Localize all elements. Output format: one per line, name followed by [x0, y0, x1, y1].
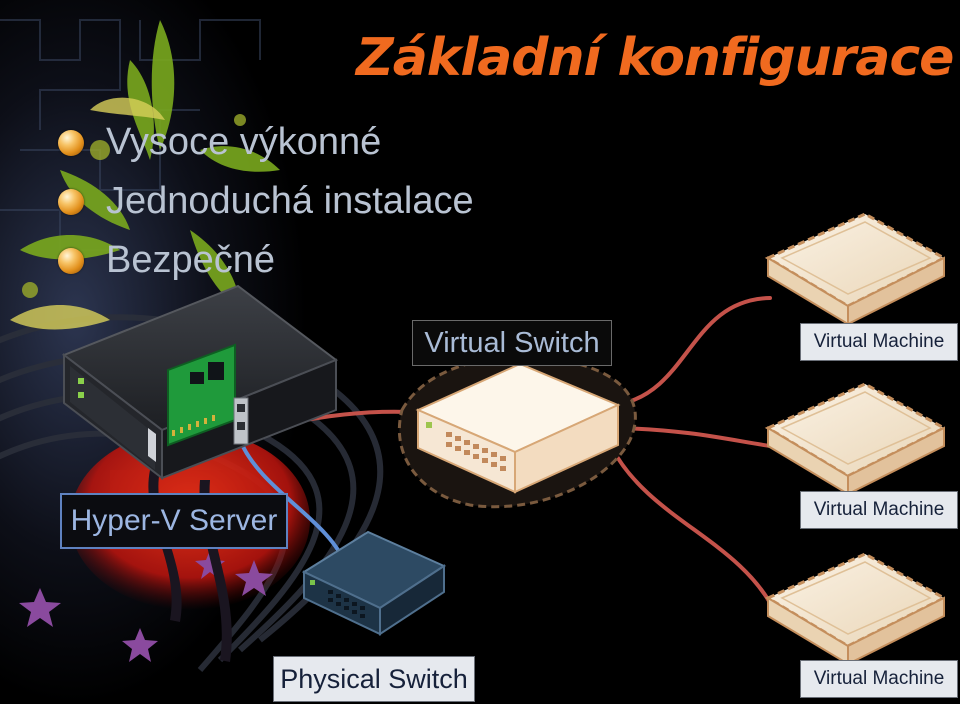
virtual-switch-icon [397, 355, 637, 509]
feature-text: Bezpečné [106, 239, 276, 281]
page-title: Základní konfigurace [356, 28, 954, 88]
feature-text: Vysoce výkonné [106, 121, 382, 163]
bullet-icon [58, 130, 84, 156]
link-virtual-switch-to-vm1 [618, 296, 772, 406]
link-virtual-switch-to-vm3 [610, 446, 777, 614]
virtual-machine-label-1: Virtual Machine [800, 323, 958, 361]
hyperv-server-label: Hyper-V Server [60, 493, 288, 549]
hyperv-server-icon [61, 284, 339, 481]
feature-text: Jednoduchá instalace [106, 180, 474, 222]
feature-item-1: Vysoce výkonné [58, 118, 474, 177]
physical-switch-label: Physical Switch [273, 656, 475, 702]
feature-item-3: Bezpečné [58, 236, 474, 295]
virtual-switch-label: Virtual Switch [412, 320, 612, 366]
bullet-icon [58, 248, 84, 274]
link-virtual-switch-to-vm2 [618, 426, 772, 448]
virtual-machine-label-2: Virtual Machine [800, 491, 958, 529]
feature-list: Vysoce výkonné Jednoduchá instalace Bezp… [58, 118, 474, 295]
virtual-machine-icon-1 [764, 212, 948, 326]
bullet-icon [58, 189, 84, 215]
virtual-machine-label-3: Virtual Machine [800, 660, 958, 698]
virtual-machine-icon-3 [764, 552, 948, 666]
feature-item-2: Jednoduchá instalace [58, 177, 474, 236]
physical-switch-icon [301, 530, 447, 636]
